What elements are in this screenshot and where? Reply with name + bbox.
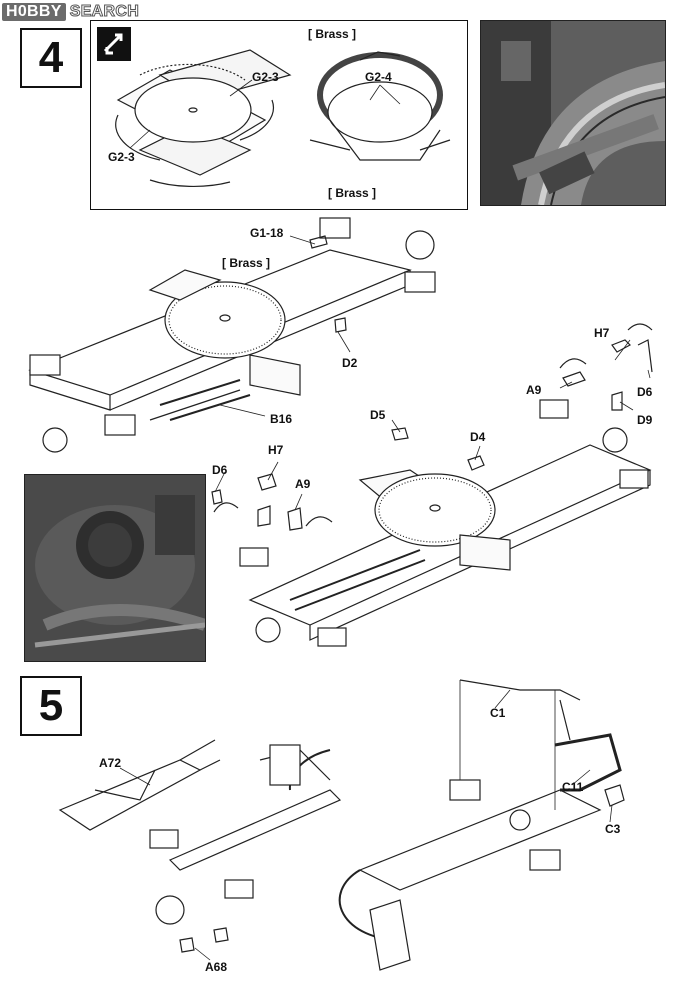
label-a9-left: A9 [295, 477, 311, 491]
label-h7-right: H7 [594, 326, 610, 340]
label-a68: A68 [205, 960, 228, 974]
label-d6-left: D6 [212, 463, 228, 477]
label-c11: C11 [562, 780, 584, 794]
label-a9-right: A9 [526, 383, 542, 397]
reference-photo-outrigger [24, 474, 206, 662]
label-b16: B16 [270, 412, 293, 426]
label-d2: D2 [342, 356, 358, 370]
step-5-number: 5 [20, 676, 82, 736]
label-d9: D9 [637, 413, 653, 427]
label-brass-mid: [ Brass ] [222, 256, 271, 270]
label-d5: D5 [370, 408, 386, 422]
rotate-view-icon [97, 27, 131, 61]
watermark-service: SEARCH [69, 3, 140, 21]
reference-photo-traverse-ring [480, 20, 666, 206]
label-a72: A72 [99, 756, 122, 770]
label-brass-top: [ Brass ] [308, 27, 357, 41]
inset-turntable-right [309, 51, 451, 161]
label-g2-4: G2-4 [365, 70, 392, 84]
hobbysearch-watermark: H0BBY SEARCH [2, 2, 139, 22]
label-d6-right: D6 [637, 385, 653, 399]
label-c3: C3 [605, 822, 621, 836]
label-c1: C1 [490, 706, 506, 720]
leader-lines [119, 79, 651, 961]
step-4-number: 4 [20, 28, 82, 88]
cruciform-upper-assembly [28, 217, 436, 453]
small-parts-step4 [211, 235, 653, 531]
watermark-brand: H0BBY [2, 3, 66, 21]
label-g1-18: G1-18 [250, 226, 284, 240]
label-g2-3-top: G2-3 [252, 70, 279, 84]
label-d4: D4 [470, 430, 486, 444]
step5-right-assembly [338, 679, 625, 971]
label-h7-left: H7 [268, 443, 284, 457]
label-g2-3-left: G2-3 [108, 150, 135, 164]
cruciform-lower-assembly [239, 399, 652, 647]
inset-turntable-left [115, 49, 292, 188]
step5-left-assembly [58, 739, 342, 953]
label-brass-bottom: [ Brass ] [328, 186, 377, 200]
